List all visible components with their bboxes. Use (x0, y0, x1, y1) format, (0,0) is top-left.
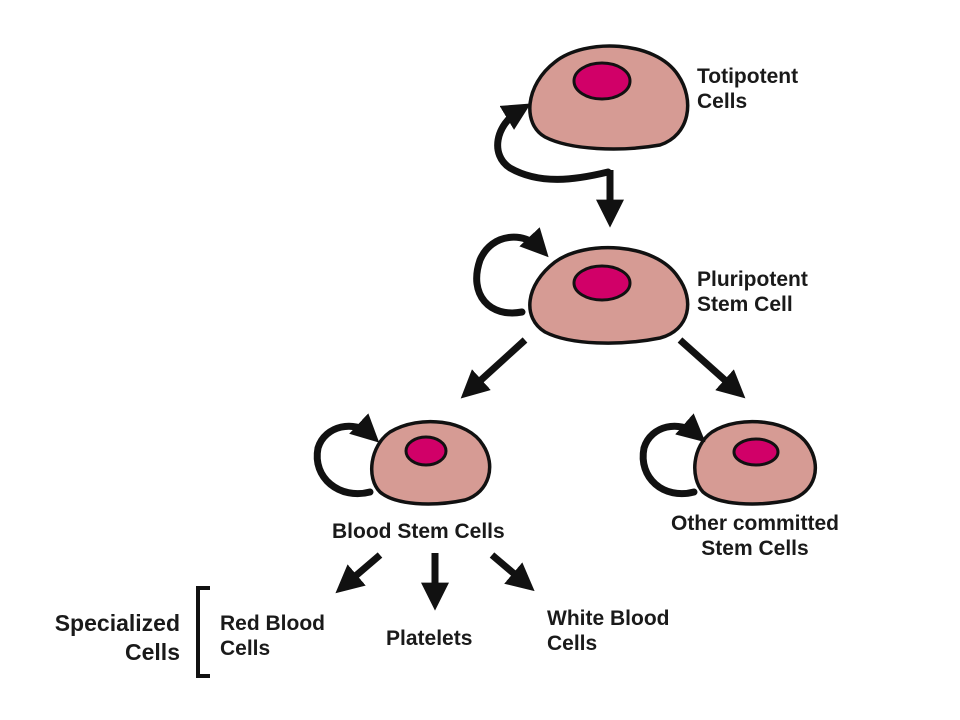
pluripotent-to-blood-stem-arrow (460, 337, 528, 399)
pluripotent-label-line2: Stem Cell (697, 293, 793, 316)
specialized-label-line2: Cells (125, 639, 180, 665)
blood-stem-label: Blood Stem Cells (332, 519, 505, 544)
platelets-label-text: Platelets (386, 627, 473, 650)
pluripotent-self-renewal-arrow (473, 227, 549, 317)
wbc-label-line1: White Blood (547, 607, 670, 630)
rbc-label-line1: Red Blood (220, 612, 325, 635)
other-committed-label: Other committed Stem Cells (655, 511, 855, 561)
other-committed-label-line2: Stem Cells (701, 537, 809, 560)
other-committed-label-line1: Other committed (670, 512, 840, 535)
specialized-cells-bracket (196, 586, 210, 678)
pluripotent-nucleus (572, 264, 632, 302)
other-committed-nucleus (732, 437, 780, 467)
blood-stem-self-renewal-arrow (313, 413, 380, 498)
red-blood-cells-label: Red Blood Cells (220, 611, 325, 661)
blood-stem-to-wbc-arrow (489, 552, 535, 592)
blood-stem-label-text: Blood Stem Cells (332, 520, 505, 543)
totipotent-cell (528, 44, 690, 151)
pluripotent-label: Pluripotent Stem Cell (697, 267, 808, 317)
pluripotent-label-line1: Pluripotent (697, 268, 808, 291)
white-blood-cells-label: White Blood Cells (547, 606, 669, 656)
blood-stem-to-rbc-arrow (335, 552, 383, 594)
totipotent-nucleus (572, 61, 632, 101)
totipotent-label: Totipotent Cells (697, 64, 798, 114)
other-committed-self-renewal-arrow (639, 413, 706, 498)
other-committed-cell (693, 419, 818, 506)
specialized-cells-label: Specialized Cells (10, 609, 180, 667)
wbc-label-line2: Cells (547, 632, 598, 655)
totipotent-label-line2: Cells (697, 90, 748, 113)
pluripotent-to-other-arrow (677, 337, 746, 399)
totipotent-self-renewal-arrow (494, 103, 612, 183)
specialized-label-line1: Specialized (54, 610, 180, 636)
blood-stem-cell (370, 419, 492, 506)
blood-stem-nucleus (404, 435, 448, 467)
totipotent-label-line1: Totipotent (697, 65, 799, 88)
rbc-label-line2: Cells (220, 637, 271, 660)
pluripotent-cell (528, 246, 690, 345)
platelets-label: Platelets (386, 626, 472, 651)
